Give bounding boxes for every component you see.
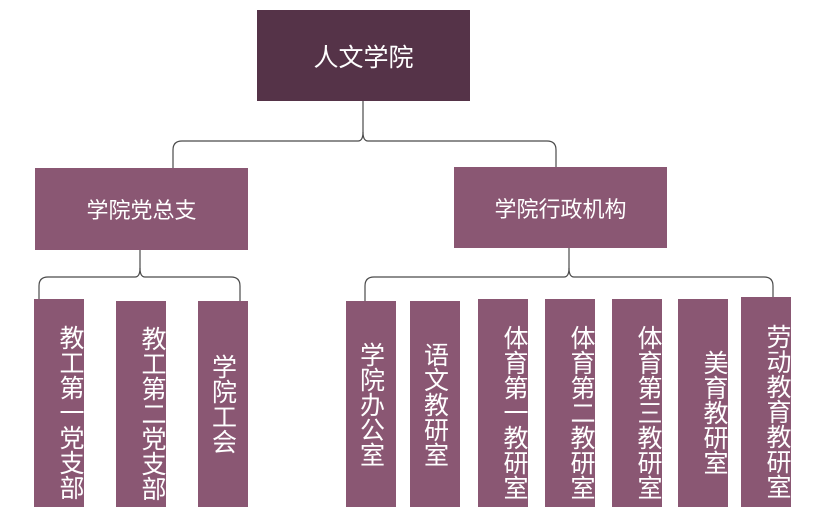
leaf-node-label: 学院工会 xyxy=(208,354,238,454)
root-node-label: 人文学院 xyxy=(313,42,414,72)
connector-root-right xyxy=(362,131,557,167)
branch-node-label: 学院党总支 xyxy=(86,199,197,224)
leaf-node: 学院工会 xyxy=(198,301,248,507)
leaf-node: 劳动教育教研室 xyxy=(741,297,792,507)
leaf-node: 语文教研室 xyxy=(410,301,460,507)
leaf-node: 教工第一党支部 xyxy=(34,299,85,507)
connector-branch-2-right xyxy=(568,267,774,297)
leaf-node-label: 教工第一党支部 xyxy=(56,324,85,500)
branch-node-admin: 学院行政机构 xyxy=(454,167,667,248)
leaf-node: 体育第一教研室 xyxy=(478,299,529,507)
leaf-node-label: 体育第一教研室 xyxy=(500,324,529,500)
connector-root xyxy=(172,101,364,168)
connector-branch-1-right xyxy=(139,267,241,301)
connector-branch-1 xyxy=(38,250,141,299)
leaf-node-label: 教工第二党支部 xyxy=(138,325,167,501)
leaf-node: 体育第二教研室 xyxy=(545,299,596,507)
branch-node-party: 学院党总支 xyxy=(35,168,248,250)
leaf-node-label: 学院办公室 xyxy=(356,341,386,467)
leaf-node-label: 体育第三教研室 xyxy=(634,324,663,500)
leaf-node: 体育第三教研室 xyxy=(612,299,663,507)
leaf-node-label: 体育第二教研室 xyxy=(567,324,596,500)
leaf-node-label: 语文教研室 xyxy=(420,341,450,467)
branch-node-label: 学院行政机构 xyxy=(494,197,627,223)
leaf-node: 学院办公室 xyxy=(346,301,396,507)
connector-branch-2 xyxy=(364,248,570,301)
root-node: 人文学院 xyxy=(257,10,470,101)
leaf-node-label: 美育教研室 xyxy=(700,349,729,475)
leaf-node: 美育教研室 xyxy=(678,299,729,507)
leaf-node: 教工第二党支部 xyxy=(116,301,167,507)
leaf-node-label: 劳动教育教研室 xyxy=(763,323,792,499)
